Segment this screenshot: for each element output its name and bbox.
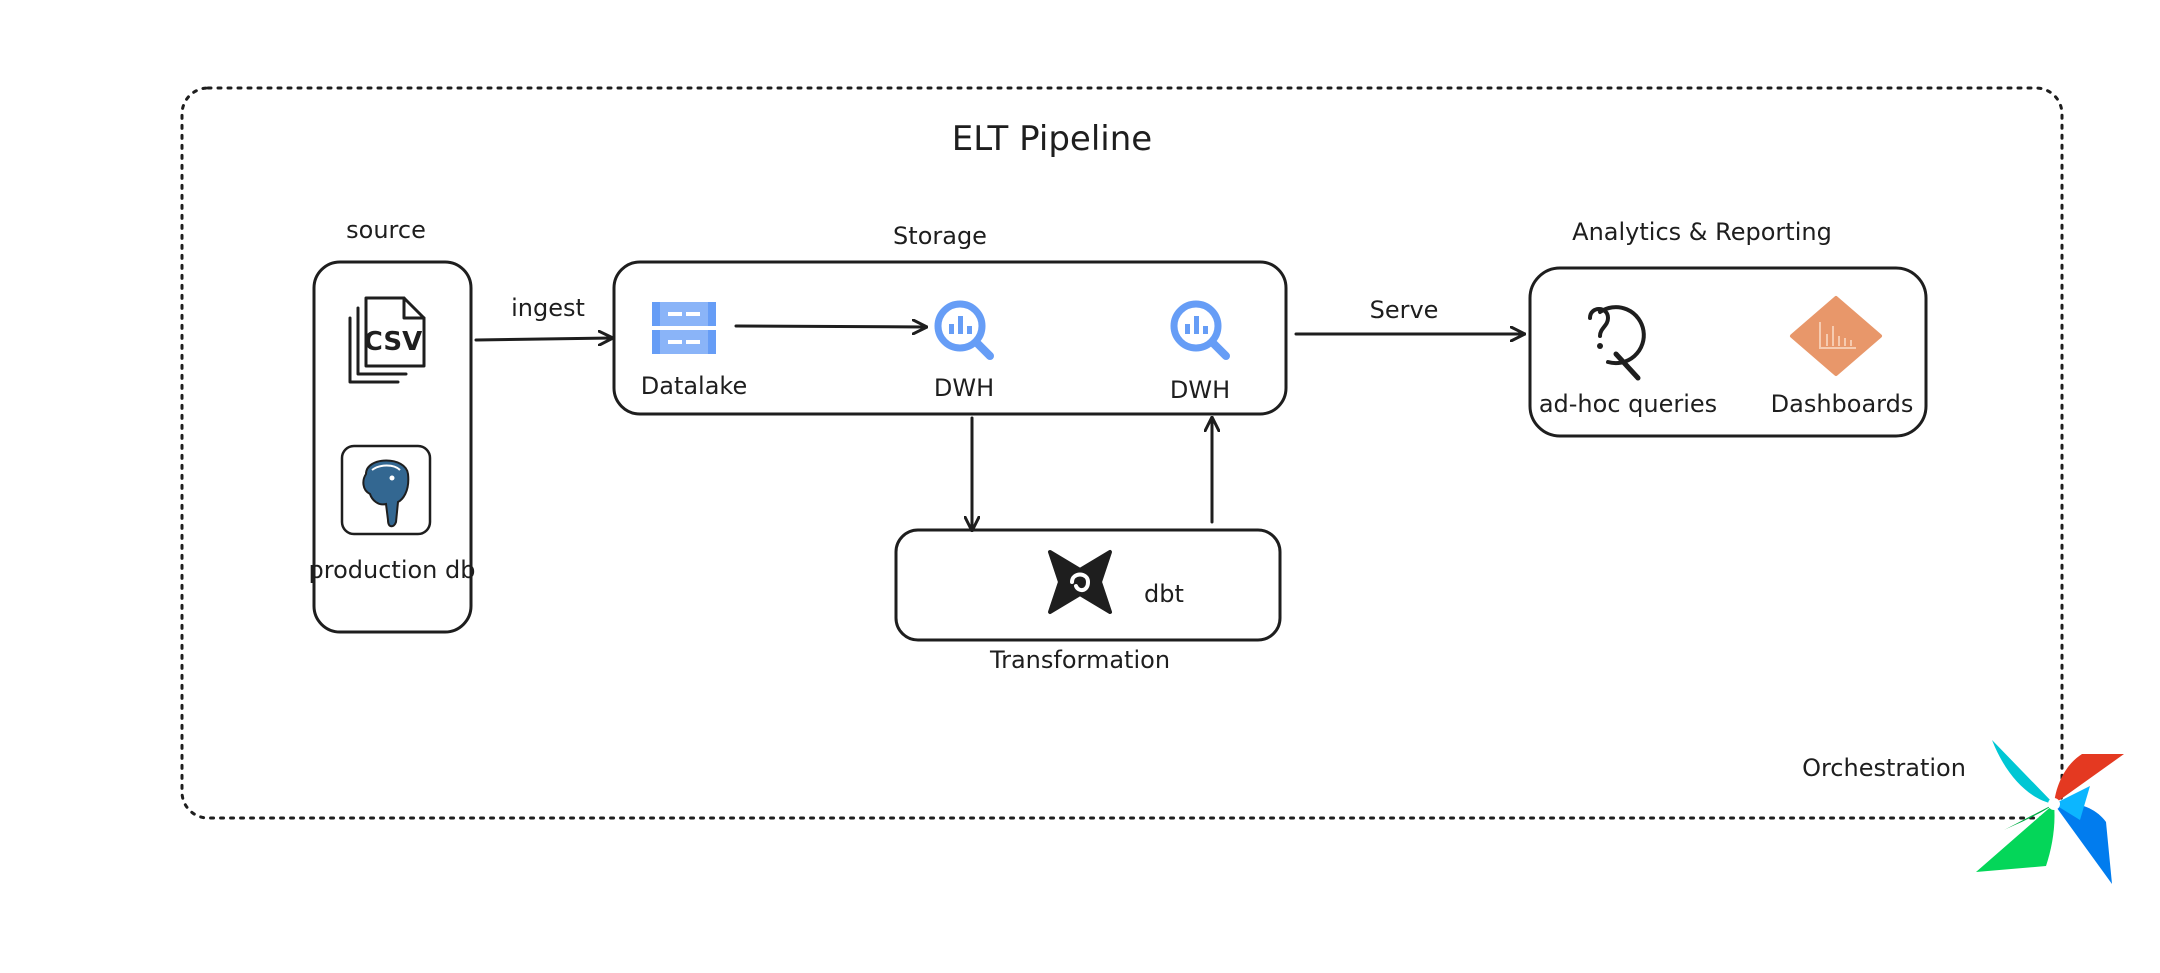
source-label: source [346,216,426,244]
orchestration-label: Orchestration [1802,754,1966,782]
dashboard-chart-icon [1790,296,1882,376]
datalake-storage-icon [652,302,716,354]
dwh-2-label: DWH [1170,376,1230,404]
datalake-label: Datalake [641,372,748,400]
adhoc-queries-label: ad-hoc queries [1539,390,1717,418]
bigquery-icon [934,300,994,360]
analytics-box [1528,266,1928,438]
analytics-label: Analytics & Reporting [1572,218,1832,246]
airflow-pinwheel-icon [1976,740,2124,884]
bigquery-icon-2 [1170,300,1230,360]
dbt-label: dbt [1144,580,1184,608]
transformation-box [894,528,1282,642]
production-db-label: production db [309,556,476,584]
storage-label: Storage [893,222,987,250]
dashboards-label: Dashboards [1771,390,1914,418]
ingest-arrow [474,338,612,340]
dwh-1-label: DWH [934,374,994,402]
diagram-title: ELT Pipeline [952,119,1152,159]
dbt-logo-icon [1048,550,1112,614]
storage-box [612,260,1288,416]
source-box [312,260,473,634]
orchestration-frame [180,86,2064,820]
serve-label: Serve [1370,296,1439,324]
ingest-label: ingest [511,294,585,322]
csv-file-icon: CSV [348,296,426,384]
csv-icon-text: CSV [364,327,422,357]
postgresql-icon [340,444,432,536]
transformation-label: Transformation [989,646,1170,674]
query-search-icon [1588,305,1646,381]
datalake-to-dwh-arrow [734,326,926,327]
